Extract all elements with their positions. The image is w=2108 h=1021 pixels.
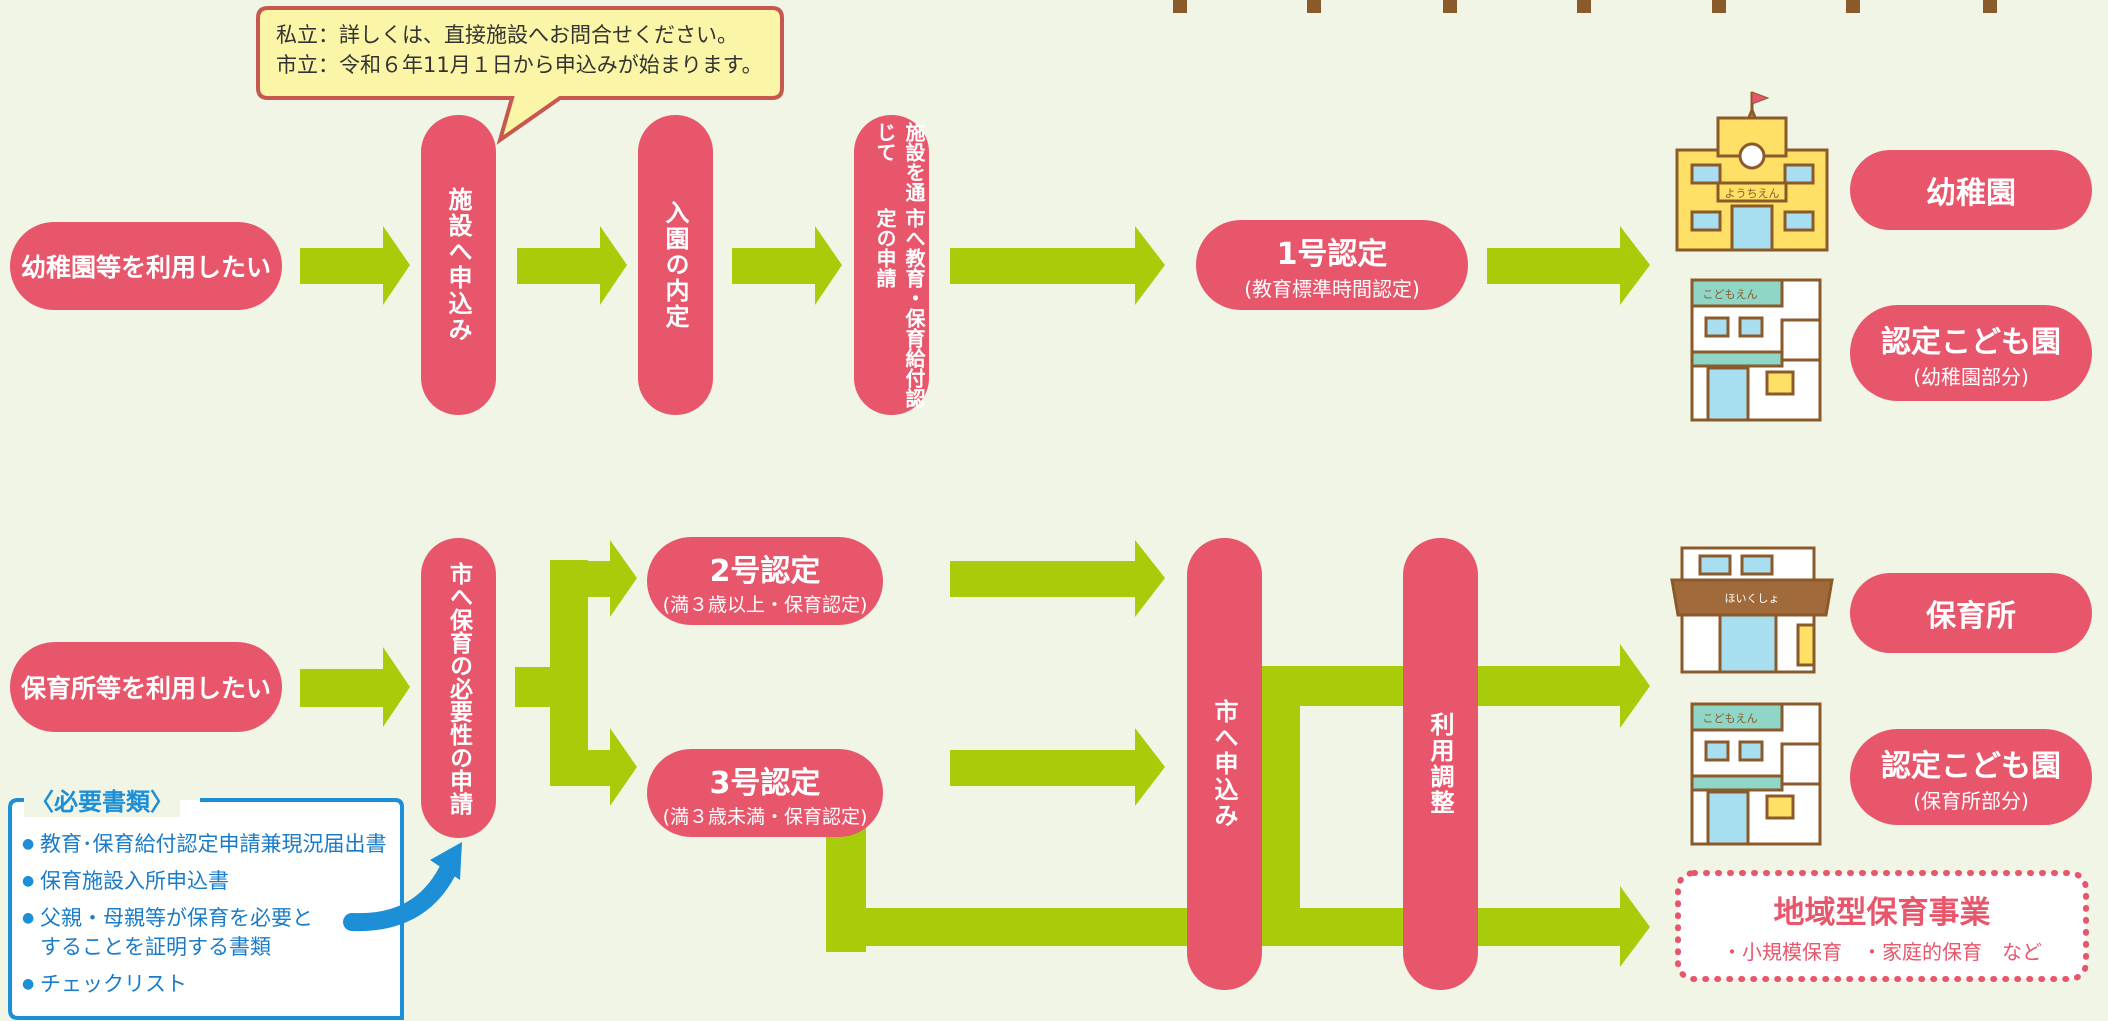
document-item: 父親・母親等が保育を必要と することを証明する書類 — [22, 904, 352, 962]
chiiki-dotted-box — [1675, 870, 2089, 982]
fork-stem — [515, 667, 553, 707]
arrow-r1-3 — [732, 226, 842, 305]
step-adjust: 利用調整 — [1403, 538, 1478, 990]
callout-balloon — [256, 6, 784, 145]
step-naitei: 入園の内定 — [638, 115, 713, 415]
callout-line-1: 私立：詳しくは、直接施設へお問合せください。 — [276, 23, 738, 47]
documents-list: 教育･保育給付認定申請兼現況届出書 保育施設入所申込書 父親・母親等が保育を必要… — [22, 830, 400, 1007]
kodomoen-sign-text-2: こどもえん — [1703, 712, 1758, 725]
document-item: 保育施設入所申込書 — [22, 867, 400, 896]
result-kodomoen-2: 認定こども園 (保育所部分) — [1850, 729, 2092, 825]
step-cert-col-1: 施設を通じて — [873, 122, 926, 202]
step-certification-application: 施設を通じて 市へ教育・保育給付認定の申請 — [854, 122, 929, 408]
yochien-building — [1675, 91, 1829, 252]
cert-2go: 2号認定 (満３歳以上・保育認定) — [647, 537, 883, 625]
document-item: チェックリスト — [22, 970, 400, 999]
step-naitei-label: 入園の内定 — [661, 200, 689, 330]
step-apply-facility-label: 施設へ申込み — [444, 187, 472, 343]
start-yochien-label: 幼稚園等を利用したい — [20, 253, 271, 282]
documents-title: 〈必要書類〉 — [24, 782, 180, 817]
fork-up — [550, 540, 637, 617]
pill-shapes — [10, 115, 2092, 990]
result-chiiki: 地域型保育事業 ・小規模保育 ・家庭的保育 など — [1678, 873, 2086, 979]
result-hoikusho-label: 保育所 — [1926, 599, 2016, 634]
result-chiiki-sub: ・小規模保育 ・家庭的保育 など — [1722, 940, 2042, 964]
cert-1go-title: 1号認定 — [1276, 236, 1388, 272]
step-cert-col-2: 市へ教育・保育給付認定の申請 — [873, 207, 926, 408]
hoikusho-building — [1670, 546, 1834, 674]
cert-2go-sub: (満３歳以上・保育認定) — [662, 593, 868, 616]
fork-vertical — [550, 560, 588, 785]
result-kodomoen-2-label: 認定こども園 — [1881, 748, 2061, 784]
hoikusho-sign-text: ほいくしょ — [1725, 592, 1780, 605]
cert-2go-title: 2号認定 — [709, 553, 821, 589]
callout-text: 私立：詳しくは、直接施設へお問合せください。 市立：令和６年11月１日から申込み… — [276, 20, 763, 80]
cert-1go: 1号認定 (教育標準時間認定) — [1196, 220, 1468, 310]
result-kodomoen-1-label: 認定こども園 — [1881, 324, 2061, 360]
fence-posts — [1173, 0, 1997, 13]
start-yochien: 幼稚園等を利用したい — [10, 222, 282, 310]
result-kodomoen-2-sub: (保育所部分) — [1913, 788, 2029, 813]
bracket-vertical — [1260, 666, 1300, 946]
kodomoen-sign-text-1: こどもえん — [1703, 288, 1758, 301]
callout-line-2: 市立：令和６年11月１日から申込みが始まります。 — [276, 53, 763, 77]
arrow-r1-4 — [950, 226, 1165, 305]
cert-3go-sub: (満３歳未満・保育認定) — [662, 805, 868, 828]
kodomoen-building-2 — [1690, 702, 1822, 846]
cert-1go-sub: (教育標準時間認定) — [1244, 276, 1420, 301]
result-yochien-label: 幼稚園 — [1926, 176, 2016, 211]
arrow-r2-1 — [300, 647, 410, 727]
step-city-apply-label: 市へ申込み — [1210, 699, 1238, 829]
result-yochien: 幼稚園 — [1850, 150, 2092, 230]
kodomoen-building-1 — [1690, 278, 1822, 422]
result-chiiki-title: 地域型保育事業 — [1773, 895, 1991, 931]
step-adjust-label: 利用調整 — [1426, 712, 1454, 816]
result-hoikusho: 保育所 — [1850, 573, 2092, 653]
step-apply-city-label: 市へ保育の必要性の申請 — [445, 561, 472, 815]
step-apply-facility: 施設へ申込み — [421, 115, 496, 415]
step-city-apply: 市へ申込み — [1187, 538, 1262, 990]
start-hoikusho-label: 保育所等を利用したい — [20, 674, 271, 703]
row1-arrows — [300, 226, 1650, 305]
result-kodomoen-1-sub: (幼稚園部分) — [1913, 364, 2029, 389]
step-apply-city-necessity: 市へ保育の必要性の申請 — [421, 538, 496, 838]
document-item: 教育･保育給付認定申請兼現況届出書 — [22, 830, 400, 859]
arrow-r2-2 — [950, 540, 1165, 617]
arrow-r1-1 — [300, 226, 410, 305]
fork-down — [550, 728, 637, 806]
arrow-r1-5 — [1487, 226, 1650, 305]
cert-3go: 3号認定 (満３歳未満・保育認定) — [647, 749, 883, 837]
yochien-sign-text: ようちえん — [1725, 187, 1780, 200]
cert-3go-title: 3号認定 — [709, 765, 821, 801]
start-hoikusho: 保育所等を利用したい — [10, 642, 282, 732]
arrow-r2-3 — [950, 728, 1165, 806]
arrow-r1-2 — [517, 226, 627, 305]
result-kodomoen-1: 認定こども園 (幼稚園部分) — [1850, 305, 2092, 401]
